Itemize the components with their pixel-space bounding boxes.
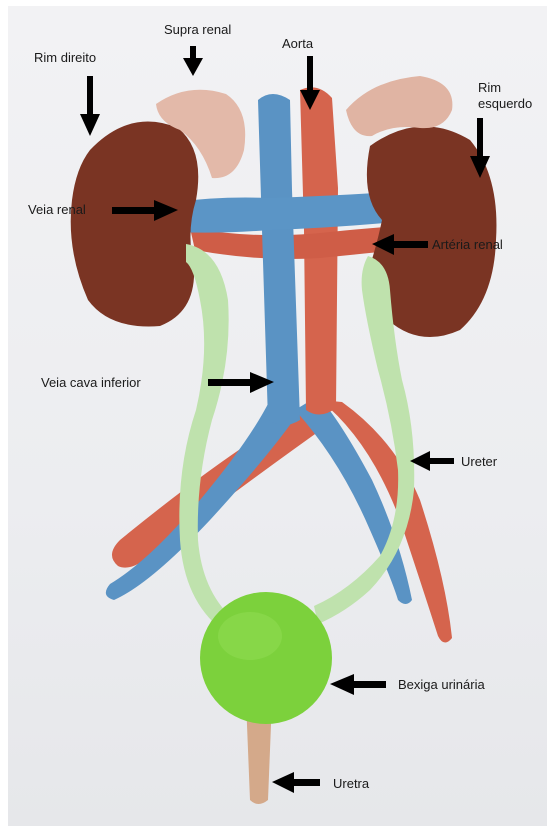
- arrow-rim-direito: [80, 76, 100, 136]
- arrow-ureter: [410, 451, 454, 471]
- vena-cava-model: [258, 94, 300, 425]
- label-ureter: Ureter: [461, 454, 497, 469]
- arrow-bexiga: [330, 674, 386, 695]
- label-rim-direito: Rim direito: [34, 50, 96, 65]
- label-veia-renal: Veia renal: [28, 202, 86, 217]
- arrow-supra-renal: [183, 46, 203, 76]
- label-supra-renal: Supra renal: [164, 22, 231, 37]
- label-rim-esquerdo-line2: esquerdo: [478, 96, 532, 111]
- bladder-highlight: [218, 612, 282, 660]
- renal-vein-model: [176, 192, 399, 233]
- bladder-model: [200, 592, 332, 724]
- label-uretra: Uretra: [333, 776, 369, 791]
- adrenal-left-model: [346, 76, 452, 136]
- label-veia-cava-inferior: Veia cava inferior: [41, 375, 141, 390]
- label-aorta: Aorta: [282, 36, 313, 51]
- label-arteria-renal: Artéria renal: [432, 237, 503, 252]
- label-bexiga-urinaria: Bexiga urinária: [398, 677, 485, 692]
- kidney-right-model: [71, 122, 199, 327]
- arrow-uretra: [272, 772, 320, 793]
- label-rim-esquerdo-line1: Rim: [478, 80, 501, 95]
